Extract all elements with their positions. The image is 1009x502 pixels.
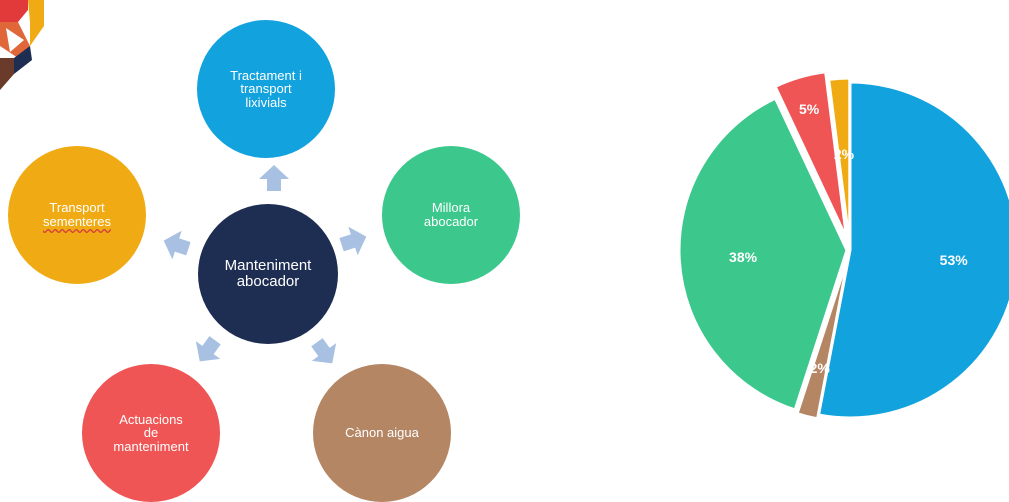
- pie-slice: [816, 80, 1009, 420]
- node-label-line: Actuacions: [119, 411, 183, 427]
- node-tractament-lixivials: Tractament i transport lixivials: [197, 20, 335, 158]
- pie-slice-label: 5%: [799, 101, 820, 118]
- node-label-line: de: [143, 425, 159, 441]
- center-label-line2: abocador: [236, 273, 300, 290]
- corner-logo: [0, 0, 44, 90]
- pie-slice: [677, 96, 849, 412]
- pie-slice: [795, 253, 851, 421]
- center-node-manteniment-abocador: Manteniment abocador: [198, 204, 338, 344]
- arrow-left: [163, 230, 191, 260]
- pie-slice: [827, 76, 852, 247]
- node-label-line: manteniment: [113, 438, 189, 454]
- arrow-lower-left: [195, 336, 221, 362]
- node-label-line: abocador: [423, 214, 479, 229]
- node-millora-abocador: Millora abocador: [382, 146, 520, 284]
- arrow-upper-right: [339, 226, 367, 256]
- node-label-line: Millora: [431, 200, 471, 216]
- node-actuacions-manteniment: Actuacions de manteniment: [82, 364, 220, 502]
- node-label-line: transport: [240, 81, 292, 97]
- arrow-lower-right: [311, 338, 337, 364]
- pie-slice-label: 2%: [809, 359, 830, 376]
- node-transport-sementeres: Transport sementeres: [8, 146, 146, 284]
- arrow-up: [259, 165, 289, 191]
- node-label-line: sementeres: [43, 214, 111, 229]
- node-label-line: lixivials: [245, 94, 287, 110]
- node-label-line: Tractament i: [230, 67, 302, 83]
- pie-slice-label: 2%: [833, 145, 855, 162]
- pie-slice-label: 53%: [939, 251, 968, 268]
- node-label-line: Transport: [49, 200, 105, 216]
- node-canon-aigua: Cànon aigua: [313, 364, 451, 502]
- pie-slice: [773, 70, 849, 240]
- pie-slice-label: 38%: [729, 248, 758, 265]
- node-label-line: Cànon aigua: [345, 425, 419, 441]
- center-label-line1: Manteniment: [224, 257, 312, 275]
